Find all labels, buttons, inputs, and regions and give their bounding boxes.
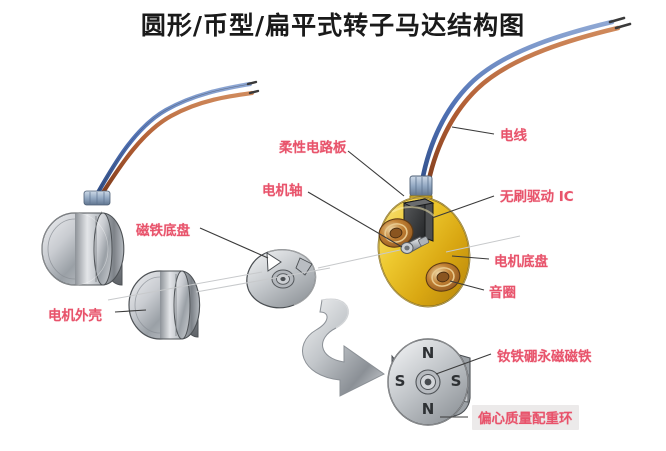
motor-shaft-part (400, 236, 430, 254)
label-magnet-base: 磁铁底盘 (136, 223, 190, 239)
label-motor-chassis: 电机底盘 (494, 254, 548, 270)
label-ndfeb-magnet: 钕铁硼永磁磁铁 (497, 349, 592, 365)
alignment-axis-lines (107, 235, 521, 301)
assembled-motor-body (41, 211, 125, 286)
rotor-wire-clamp (409, 175, 433, 197)
magnet-base-plate-part (246, 249, 317, 309)
magnet-pole-n-bottom: N (422, 400, 435, 418)
rotor-wires (417, 16, 632, 199)
leader-lines (114, 126, 495, 418)
label-voice-coil: 音圈 (489, 285, 516, 301)
assembled-motor-wires (93, 80, 260, 200)
voice-coil-lower (425, 262, 461, 292)
assembly-direction-arrow (302, 298, 385, 397)
label-eccentric-ring: 偏心质量配重环 (472, 405, 579, 430)
rotor-assembly-part (377, 16, 632, 308)
label-motor-shaft: 电机轴 (262, 183, 303, 199)
magnet-pole-s-left: S (395, 372, 406, 390)
label-brushless-ic: 无刷驱动 IC (500, 189, 574, 205)
magnet-pole-n-top: N (422, 344, 435, 362)
label-wire: 电线 (500, 128, 527, 144)
label-motor-housing: 电机外壳 (48, 308, 102, 324)
motor-housing-part (128, 270, 201, 340)
voice-coil-upper (378, 218, 414, 248)
page-title: 圆形/币型/扁平式转子马达结构图 (140, 11, 526, 40)
magnet-pole-s-right: S (451, 372, 462, 390)
ndfeb-magnet-part: N S S N (387, 338, 471, 426)
label-flex-pcb: 柔性电路板 (279, 140, 347, 156)
assembled-wire-clamp (83, 190, 111, 206)
assembled-motor-part (41, 80, 260, 286)
